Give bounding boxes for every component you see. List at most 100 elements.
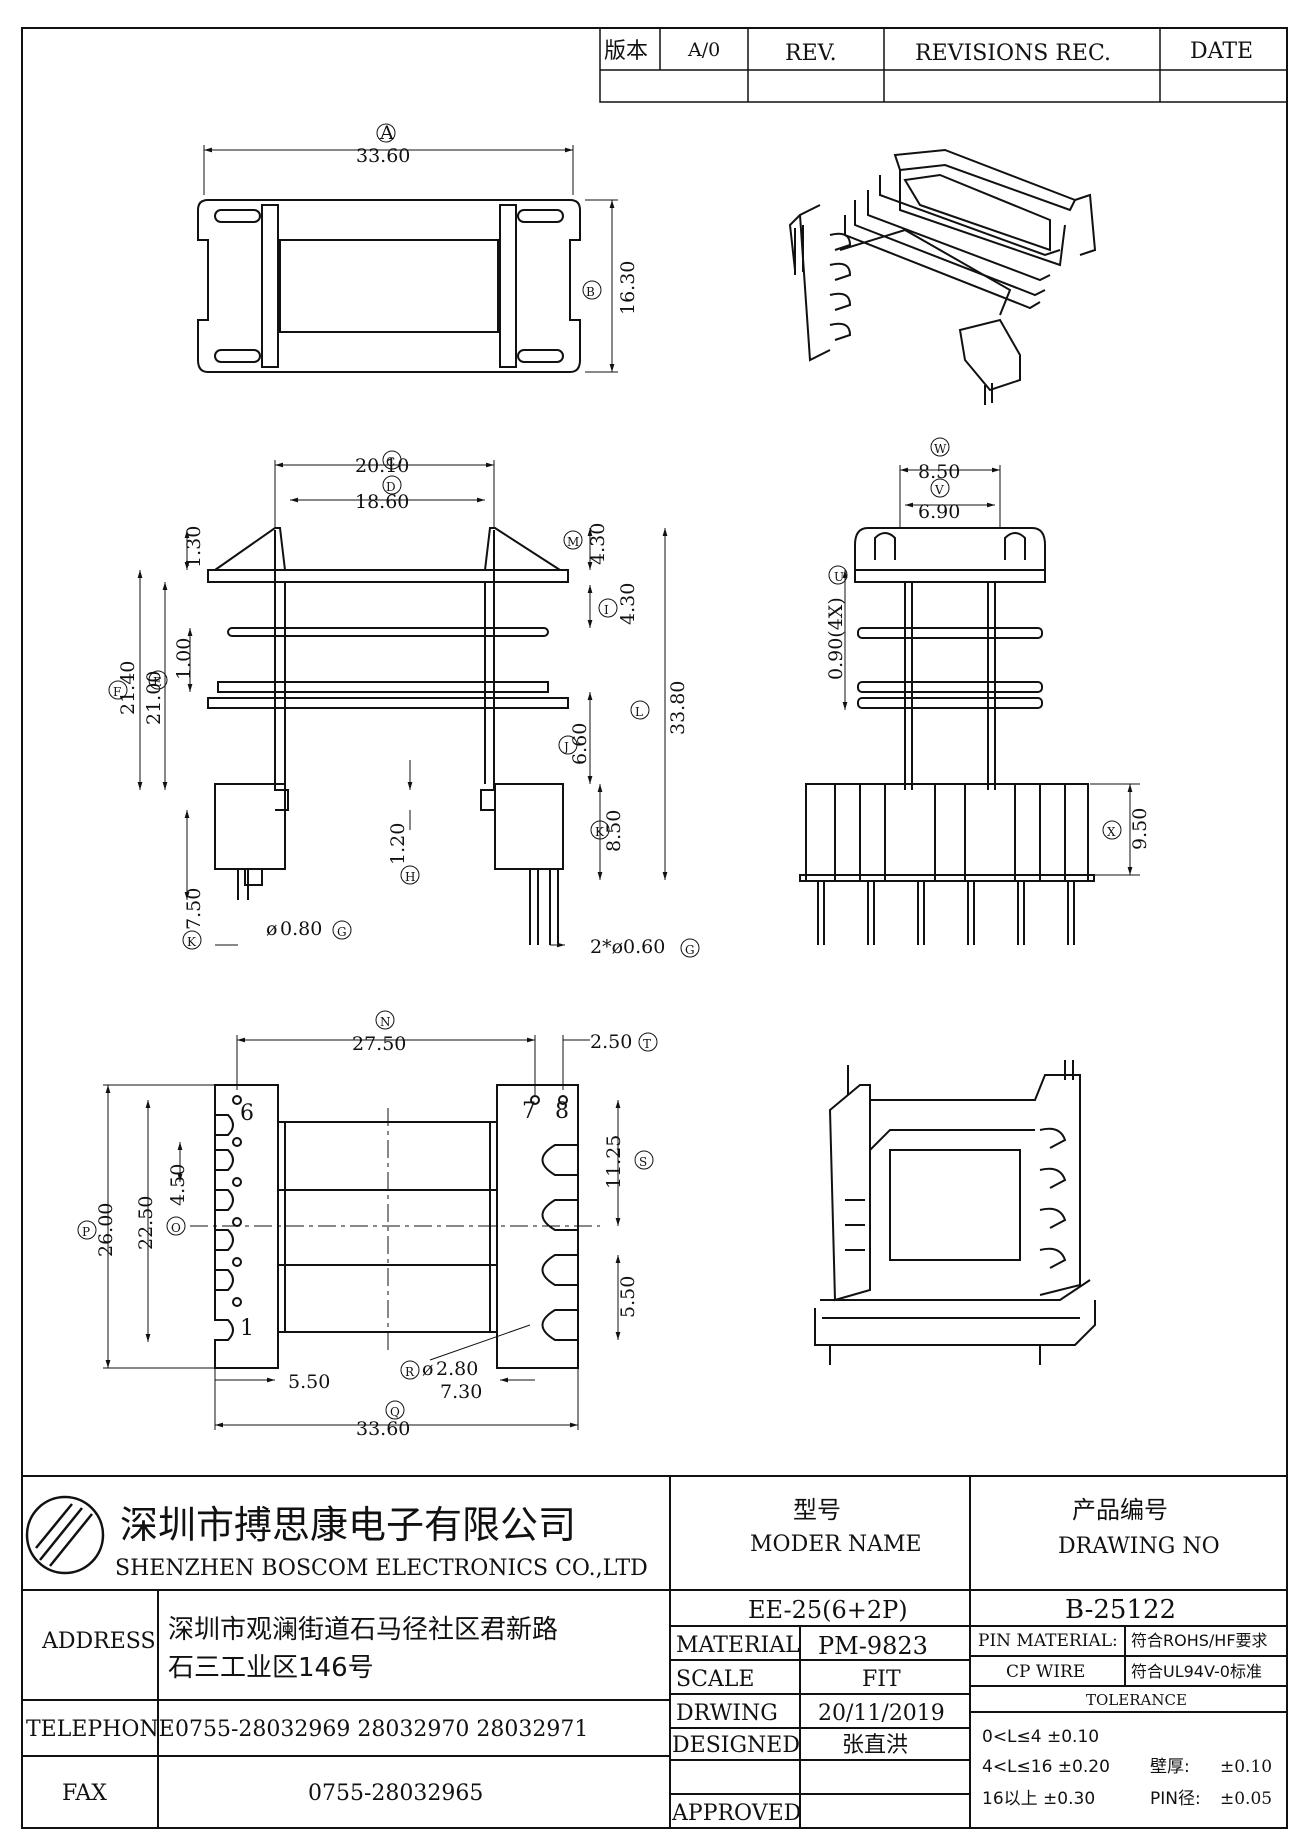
drawing-label-cn: 产品编号 (1072, 1496, 1168, 1524)
dim-F: 21.40 (117, 661, 139, 715)
dim-P: 26.00 (95, 1203, 117, 1257)
dim-J: 6.60 (569, 723, 591, 765)
svg-text:S: S (639, 1155, 647, 1169)
dim-C: 20.10 (355, 455, 409, 477)
version-value: A/0 (687, 39, 720, 61)
svg-text:R: R (405, 1365, 415, 1379)
svg-text:J: J (562, 740, 569, 754)
model-label-en: MODER NAME (750, 1532, 922, 1557)
top-view-dimensions (203, 145, 618, 373)
tolerance-row-3: 16以上 ±0.30 (982, 1789, 1095, 1809)
version-label: 版本 (604, 39, 648, 64)
side-view-dimensions (842, 465, 1140, 876)
top-view (197, 199, 581, 373)
fax-value: 0755-28032965 (308, 1781, 483, 1806)
svg-text:L: L (635, 705, 643, 719)
pin-material-label: PIN MATERIAL: (978, 1631, 1118, 1651)
dim-U: 0.90(4X) (825, 597, 847, 680)
designed-value: 张直洪 (842, 1733, 908, 1758)
dim-K: 8.50 (603, 810, 625, 852)
dim-G: 0.80 (280, 918, 322, 940)
drawing-label-en: DRAWING NO (1058, 1534, 1220, 1559)
revisions-header: REVISIONS REC. (915, 41, 1111, 66)
designed-label: DESIGNED (672, 1733, 800, 1758)
fax-label: FAX (62, 1781, 107, 1806)
svg-text:C: C (386, 455, 395, 469)
cp-wire-value: 符合UL94V-0标准 (1131, 1662, 1262, 1681)
telephone-label: TELEPHONE (26, 1717, 175, 1742)
address-label: ADDRESS (41, 1629, 156, 1654)
date-header: DATE (1190, 39, 1253, 64)
rev-header: REV. (785, 41, 837, 66)
cp-wire-label: CP WIRE (1006, 1662, 1085, 1682)
dim-S: 11.25 (603, 1135, 625, 1189)
dim-R: 2.80 (436, 1358, 478, 1380)
dim-M: 4.30 (587, 523, 609, 565)
scale-label: SCALE (676, 1667, 754, 1692)
svg-text:G: G (337, 925, 347, 939)
dim-X: 9.50 (1129, 808, 1151, 850)
dim-Q: 33.60 (356, 1418, 410, 1440)
dim-H: 1.20 (387, 823, 409, 865)
svg-text:Q: Q (390, 1405, 400, 1419)
drwing-label: DRWING (676, 1701, 778, 1726)
svg-text:W: W (934, 442, 947, 456)
address-line1: 深圳市观澜街道石马径社区君新路 (168, 1615, 558, 1645)
wall-label: 壁厚: (1150, 1757, 1190, 1777)
drawing-date: 20/11/2019 (818, 1701, 945, 1726)
dim-W: 8.50 (918, 461, 960, 483)
dim-I: 4.30 (617, 583, 639, 625)
company-name-en: SHENZHEN BOSCOM ELECTRONICS CO.,LTD (115, 1556, 648, 1581)
address-line2: 石三工业区146号 (168, 1653, 374, 1683)
svg-text:F: F (113, 685, 121, 699)
dim-L: 33.80 (667, 681, 689, 735)
pin-label-6: 6 (240, 1101, 254, 1126)
title-block-frame (22, 1475, 1287, 1828)
svg-text:G: G (685, 943, 695, 957)
dim-inner: 22.50 (135, 1196, 157, 1250)
tolerance-row-1: 0<L≤4 ±0.10 (982, 1727, 1099, 1747)
svg-text:M: M (567, 535, 579, 549)
material-value: PM-9823 (818, 1632, 928, 1660)
svg-text:K: K (595, 825, 605, 839)
company-logo (25, 1495, 105, 1575)
isometric-view-top (788, 148, 1097, 405)
dim-D: 18.60 (355, 491, 409, 513)
pin-dia-label: PIN径: (1150, 1789, 1201, 1809)
dim-O: 4.50 (167, 1164, 189, 1206)
svg-text:X: X (1107, 825, 1116, 839)
svg-text:A: A (379, 122, 394, 144)
svg-text:I: I (604, 603, 609, 617)
pin-label-8: 8 (555, 1099, 569, 1124)
front-view (207, 527, 569, 945)
dim-G-lower: 2*ø0.60 (590, 936, 665, 958)
revision-table (599, 27, 1288, 103)
dim-slot: 5.50 (617, 1276, 639, 1318)
dim-pin-pitch: 7.30 (440, 1381, 482, 1403)
tolerance-row-2: 4<L≤16 ±0.20 (982, 1757, 1110, 1777)
model-value: EE-25(6+2P) (748, 1596, 908, 1624)
svg-text:N: N (380, 1015, 391, 1029)
wall-value: ±0.10 (1220, 1757, 1272, 1777)
svg-text:B: B (586, 285, 595, 299)
company-name-cn: 深圳市搏思康电子有限公司 (120, 1503, 576, 1547)
svg-text:T: T (643, 1037, 651, 1051)
dim-N: 27.50 (352, 1033, 406, 1055)
pin-material-value: 符合ROHS/HF要求 (1131, 1631, 1268, 1650)
material-label: MATERIAL (676, 1633, 800, 1658)
bottom-view-dimensions (103, 1035, 621, 1430)
svg-text:U: U (834, 570, 844, 584)
dim-left-offset: 5.50 (288, 1371, 330, 1393)
model-label-cn: 型号 (793, 1496, 841, 1524)
dim-k-lower: 7.50 (183, 888, 205, 930)
svg-text:V: V (934, 483, 944, 497)
scale-value: FIT (862, 1667, 901, 1692)
dim-V: 6.90 (918, 501, 960, 523)
svg-text:E: E (153, 675, 162, 689)
dim-B: 16.30 (617, 261, 639, 315)
pin-hole-symbol: ø (422, 1358, 433, 1380)
bottom-view-centerlines (190, 1108, 600, 1350)
dim-A: 33.60 (356, 145, 410, 167)
svg-text:K: K (187, 935, 197, 949)
